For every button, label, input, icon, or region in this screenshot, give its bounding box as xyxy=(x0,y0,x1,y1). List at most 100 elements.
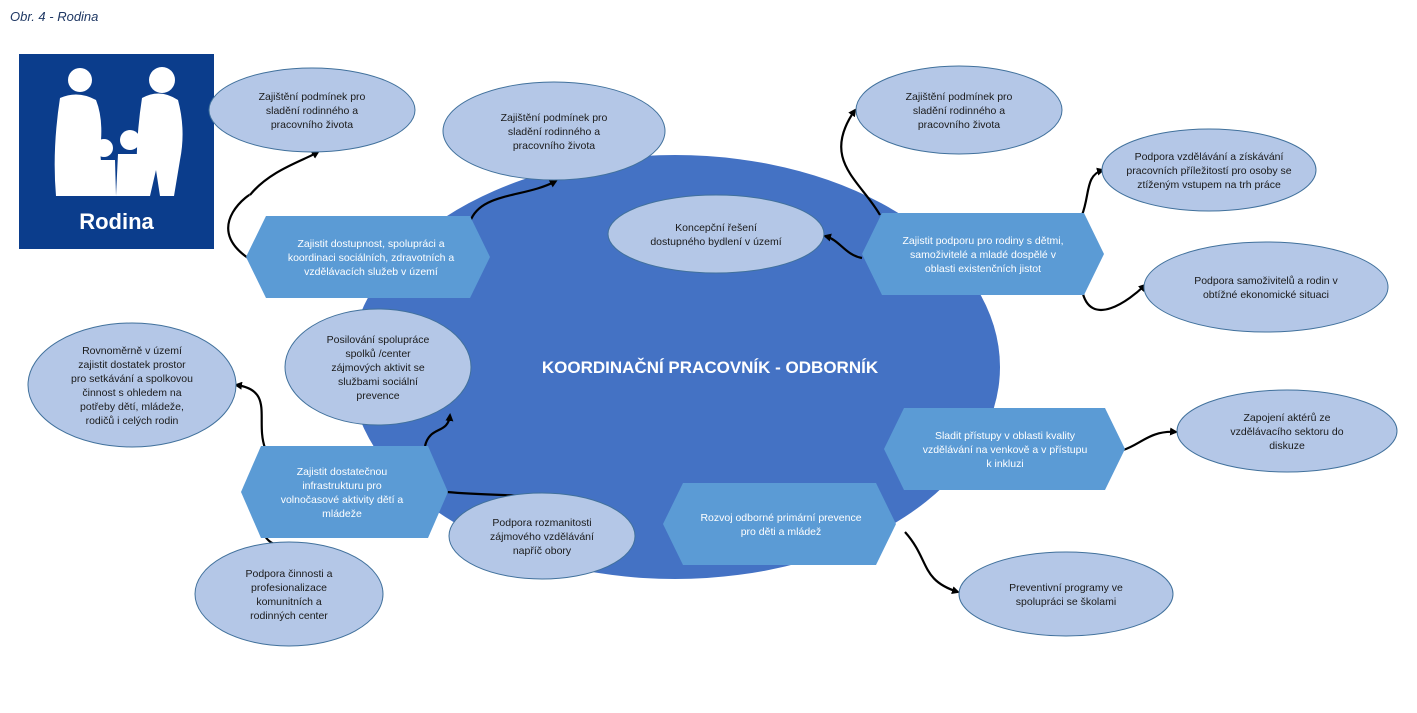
bubble-label-line: Podpora vzdělávání a získávání xyxy=(1135,151,1284,163)
bubble-label-line: Zajištění podmínek pro xyxy=(501,112,608,124)
hexagon-label-line: Zajistit dostupnost, spolupráci a xyxy=(297,238,444,250)
hexagon-label-line: Rozvoj odborné primární prevence xyxy=(700,512,861,524)
hexagon-label-line: volnočasové aktivity dětí a xyxy=(281,494,404,506)
hexagon-infrastruktura: Zajistit dostatečnou infrastrukturu pro vo… xyxy=(241,446,448,538)
bubble-label-line: Posilování spolupráce xyxy=(327,334,430,346)
bubble-label-line: Preventivní programy ve xyxy=(1009,582,1123,594)
arrow-podpora-to-bydleni xyxy=(823,233,863,260)
hexagon-shape xyxy=(246,216,490,298)
bubble-shape xyxy=(208,67,416,153)
hexagon-label-line: vzdělávání na venkově a v přístupu xyxy=(923,444,1088,456)
connector-arrows xyxy=(227,108,1178,595)
hexagon-label-line: infrastrukturu pro xyxy=(302,480,382,492)
bubble-label-line: obtížné ekonomické situaci xyxy=(1203,289,1329,301)
arrow-podpora-to-vzdelavani xyxy=(1080,167,1105,216)
bubble-rozmanitost: Podpora rozmanitosti zájmového vzdělávání… xyxy=(448,492,636,580)
bubble-shape xyxy=(855,65,1063,155)
hexagon-layer: Zajistit dostupnost, spolupráci a koordin… xyxy=(241,213,1125,565)
bubble-label-line: Rovnoměrně v území xyxy=(82,345,182,357)
bubble-label-line: potřeby dětí, mládeže, xyxy=(80,401,184,413)
bubble-label-line: pracovního života xyxy=(513,140,595,152)
hexagon-label-line: k inkluzi xyxy=(986,458,1023,470)
bubble-spolupraci-spolku: Posilování spolupráce spolků /center zájmo… xyxy=(284,308,472,426)
bubble-aktery: Zapojení aktérů ze vzdělávacího sektoru d… xyxy=(1176,389,1398,473)
bubble-shape xyxy=(607,194,825,274)
hexagon-label-line: Zajistit dostatečnou xyxy=(297,466,388,478)
logo-label: Rodina xyxy=(79,209,154,234)
bubble-shape xyxy=(27,322,237,448)
bubble-label-line: Podpora samoživitelů a rodin v xyxy=(1194,275,1338,287)
bubble-label-line: sladění rodinného a xyxy=(508,126,600,138)
rodina-logo: Rodina xyxy=(19,54,214,249)
hexagon-label-line: Zajistit podporu pro rodiny s dětmi, xyxy=(902,235,1063,247)
hexagon-podpora-rodin: Zajistit podporu pro rodiny s dětmi, samo… xyxy=(862,213,1104,295)
arrow-prevence-to-programy xyxy=(904,531,960,595)
bubble-label-line: zajistit dostatek prostor xyxy=(78,359,186,371)
bubble-label-line: spolků /center xyxy=(345,348,411,360)
hexagon-label-line: pro děti a mládež xyxy=(741,526,822,538)
bubble-label-line: pracovního života xyxy=(271,119,353,131)
bubble-label-line: pro setkávání a spolkovou xyxy=(71,373,193,385)
family-icon xyxy=(54,67,183,196)
bubble-label-line: profesionalizace xyxy=(251,582,327,594)
bubble-label-line: Koncepční řešení xyxy=(675,222,757,234)
bubble-shape xyxy=(284,308,472,426)
bubble-label-line: službami sociální xyxy=(338,376,418,388)
bubble-rovnomerne: Rovnoměrně v území zajistit dostatek pros… xyxy=(27,322,237,448)
arrow-infrastruktura-to-rovnomerne xyxy=(234,381,267,449)
bubble-label-line: Podpora činnosti a xyxy=(246,568,333,580)
figure-caption: Obr. 4 - Rodina xyxy=(10,9,99,24)
bubble-label-line: pracovních příležitostí pro osoby se xyxy=(1126,165,1291,177)
bubble-label-line: napříč obory xyxy=(513,545,572,557)
bubble-label-line: zájmových aktivit se xyxy=(331,362,425,374)
bubble-label-line: Podpora rozmanitosti xyxy=(492,517,591,529)
bubble-preventivni-programy: Preventivní programy ve spolupráci se ško… xyxy=(958,551,1174,637)
arrow-dostupnost-to-sladeni-2 xyxy=(468,180,558,223)
hexagon-label-line: samoživitelé a mladé dospělé v xyxy=(910,249,1057,261)
central-ellipse xyxy=(350,155,1000,579)
bubble-label-line: prevence xyxy=(356,390,399,402)
bubble-label-line: sladění rodinného a xyxy=(913,105,1005,117)
bubble-label-line: Zajištění podmínek pro xyxy=(906,91,1013,103)
arrow-dostupnost-to-sladeni-1 xyxy=(227,150,320,259)
hexagon-label-line: koordinaci sociálních, zdravotních a xyxy=(288,252,454,264)
bubble-shape xyxy=(194,541,384,647)
bubble-sladeni-1: Zajištění podmínek pro sladění rodinného … xyxy=(208,67,416,153)
bubble-shape xyxy=(958,551,1174,637)
bubble-label-line: sladění rodinného a xyxy=(266,105,358,117)
logo-background xyxy=(19,54,214,249)
bubble-shape xyxy=(1143,241,1389,333)
hexagon-shape xyxy=(663,483,896,565)
bubble-sladeni-3: Zajištění podmínek pro sladění rodinného … xyxy=(855,65,1063,155)
bubble-samozivitele: Podpora samoživitelů a rodin v obtížné ek… xyxy=(1143,241,1389,333)
bubble-label-line: rodinných center xyxy=(250,610,328,622)
bubble-shape xyxy=(1176,389,1398,473)
bubble-label-line: komunitních a xyxy=(256,596,322,608)
arrow-infrastruktura-to-spolupraci xyxy=(423,413,454,447)
bubble-label-line: činnost s ohledem na xyxy=(82,387,181,399)
bubble-label-line: zájmového vzdělávání xyxy=(490,531,594,543)
bubble-sladeni-2: Zajištění podmínek pro sladění rodinného … xyxy=(442,81,666,181)
hexagon-primarni-prevence: Rozvoj odborné primární prevence pro děti… xyxy=(663,483,896,565)
bubble-shape xyxy=(442,81,666,181)
bubble-label-line: vzdělávacího sektoru do xyxy=(1230,426,1343,438)
bubble-label-line: spolupráci se školami xyxy=(1016,596,1116,608)
bubble-label-line: ztíženým vstupem na trh práce xyxy=(1137,179,1281,191)
bubble-label-line: rodičů i celých rodin xyxy=(86,415,179,427)
arrow-sladit-to-aktery xyxy=(1122,427,1178,452)
bubble-label-line: diskuze xyxy=(1269,440,1305,452)
hexagon-shape xyxy=(241,446,448,538)
hexagon-label-line: vzdělávacích služeb v území xyxy=(304,266,438,278)
hexagon-label-line: oblasti existenčních jistot xyxy=(925,263,1041,275)
hexagon-shape xyxy=(862,213,1104,295)
central-label: KOORDINAČNÍ PRACOVNÍK - ODBORNÍK xyxy=(542,358,879,377)
bubble-label-line: Zajištění podmínek pro xyxy=(259,91,366,103)
hexagon-sladit-pristupy: Sladit přístupy v oblasti kvalityvzděláv… xyxy=(884,408,1125,490)
bubble-layer: Zajištění podmínek pro sladění rodinného … xyxy=(27,65,1398,647)
bubble-label-line: pracovního života xyxy=(918,119,1000,131)
bubble-label-line: Zapojení aktérů ze xyxy=(1244,412,1331,424)
hexagon-dostupnost-sluzeb: Zajistit dostupnost, spolupráci a koordin… xyxy=(246,216,490,298)
arrow-podpora-to-samozivitele xyxy=(1080,283,1147,312)
